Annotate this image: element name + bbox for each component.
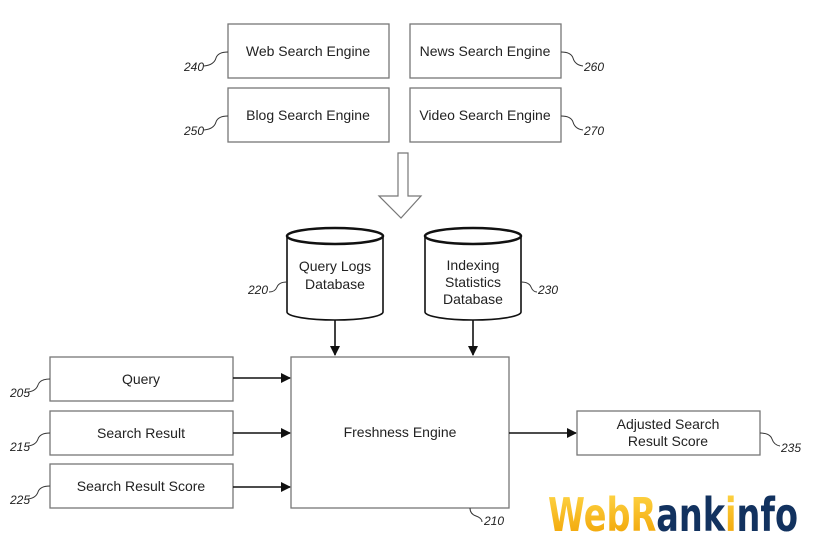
output-box-adjusted-score: Adjusted Search Result Score 235 — [577, 411, 801, 455]
database-label: Query Logs — [299, 258, 371, 274]
ref-number: 205 — [9, 386, 30, 400]
database-label: Indexing — [447, 257, 500, 273]
ref-number: 235 — [780, 441, 801, 455]
input-label: Search Result Score — [77, 478, 206, 494]
engine-box-news: News Search Engine 260 — [410, 24, 604, 78]
database-indexing-statistics: Indexing Statistics Database 230 — [425, 228, 558, 320]
input-box-search-result-score: Search Result Score 225 — [9, 464, 233, 508]
database-label: Statistics — [445, 274, 501, 290]
engine-label: Blog Search Engine — [246, 107, 370, 123]
svg-text:WebRankinfo: WebRankinfo — [548, 488, 798, 542]
input-box-search-result: Search Result 215 — [9, 411, 233, 455]
engine-box-video: Video Search Engine 270 — [410, 88, 604, 142]
engine-label: Video Search Engine — [419, 107, 550, 123]
hollow-down-arrow — [379, 153, 421, 218]
input-label: Query — [122, 371, 160, 387]
engine-label: News Search Engine — [420, 43, 551, 59]
database-label: Database — [305, 276, 365, 292]
ref-number: 225 — [9, 493, 30, 507]
engine-box-blog: Blog Search Engine 250 — [183, 88, 389, 142]
ref-number: 215 — [9, 440, 30, 454]
output-label: Result Score — [628, 433, 708, 449]
database-query-logs: Query Logs Database 220 — [247, 228, 383, 320]
ref-number: 220 — [247, 283, 268, 297]
ref-number: 230 — [537, 283, 558, 297]
ref-number: 270 — [583, 124, 604, 138]
webrankinfo-logo: WebRankinfo — [548, 488, 798, 542]
input-label: Search Result — [97, 425, 185, 441]
ref-number: 240 — [183, 60, 204, 74]
engine-label: Web Search Engine — [246, 43, 370, 59]
ref-number: 260 — [583, 60, 604, 74]
ref-number: 250 — [183, 124, 204, 138]
freshness-engine-box: Freshness Engine 210 — [291, 357, 509, 528]
input-box-query: Query 205 — [9, 357, 233, 401]
engine-box-web: Web Search Engine 240 — [183, 24, 389, 78]
output-label: Adjusted Search — [617, 416, 720, 432]
ref-number: 210 — [483, 514, 504, 528]
freshness-engine-label: Freshness Engine — [344, 424, 457, 440]
database-label: Database — [443, 291, 503, 307]
